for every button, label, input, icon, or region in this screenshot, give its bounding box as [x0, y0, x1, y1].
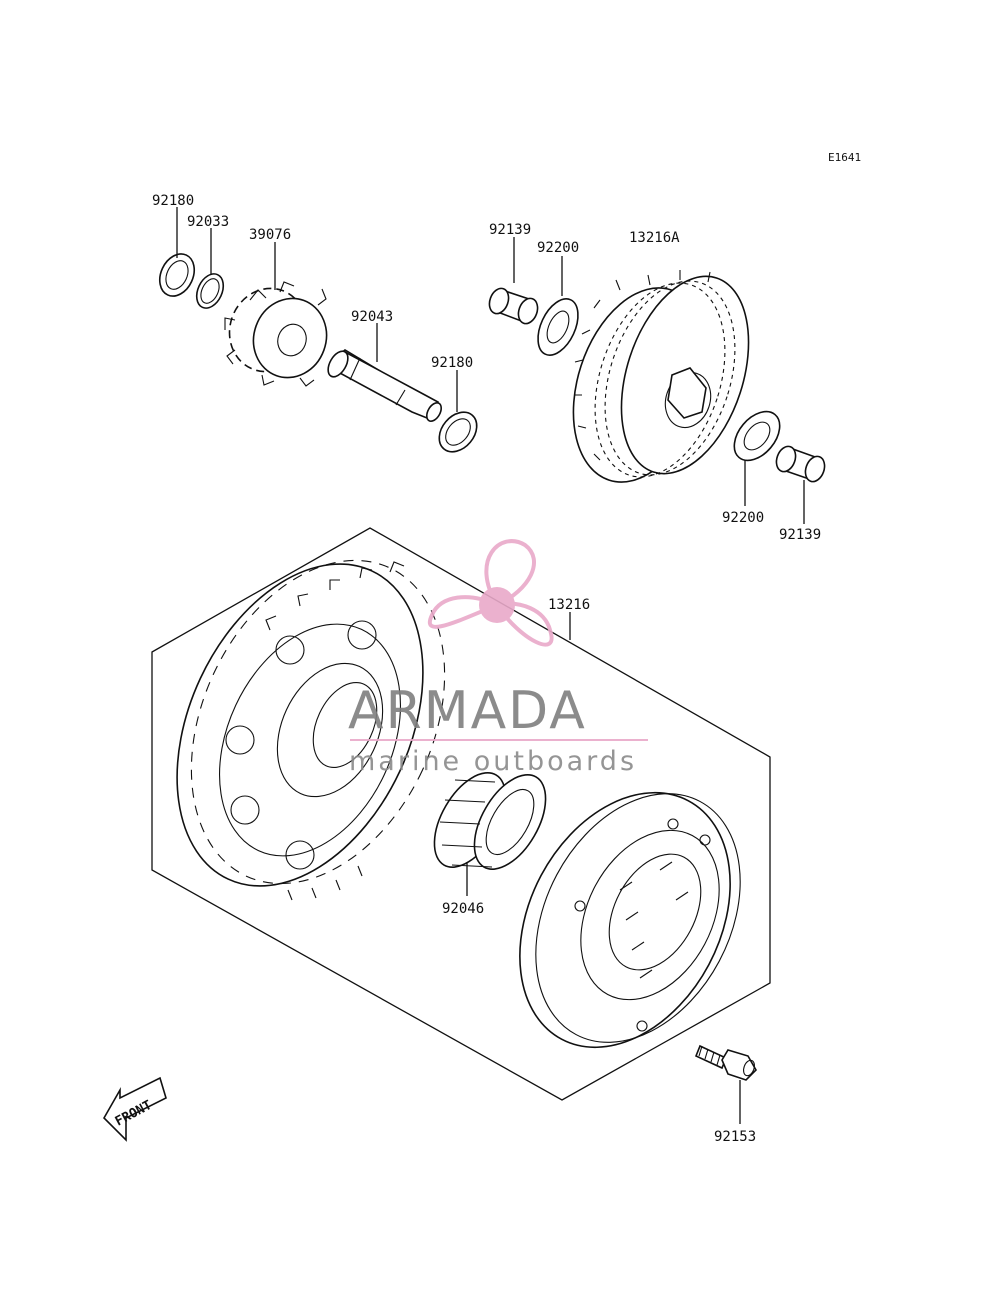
assembly-outline: [151, 527, 771, 1101]
starter-gear-13216: [176, 559, 446, 901]
bush-92139-bottom: [775, 445, 826, 483]
diagram-code: E1641: [828, 151, 861, 164]
shaft-92043: [327, 349, 443, 422]
front-arrow-icon: FRONT: [103, 1076, 167, 1142]
washer-92180-right: [438, 411, 478, 453]
armada-watermark: ARMADA marine outboards: [348, 539, 648, 777]
washer-92200-bottom: [733, 410, 781, 462]
label-p7: 92200: [537, 240, 579, 256]
bush-92139-top: [488, 287, 539, 325]
gear-39076: [224, 281, 328, 387]
watermark-title: ARMADA: [348, 681, 587, 741]
propeller-icon: [427, 539, 554, 647]
label-p3: 39076: [249, 227, 291, 243]
washer-92200-top: [537, 298, 579, 356]
one-way-clutch: [519, 791, 741, 1049]
label-p4: 92043: [351, 309, 393, 325]
label-p5: 92180: [431, 355, 473, 371]
label-p2: 92033: [187, 214, 229, 230]
label-p9: 92200: [722, 510, 764, 526]
label-p10: 92139: [779, 527, 821, 543]
label-p8: 13216A: [629, 230, 680, 246]
label-p11: 13216: [548, 597, 590, 613]
label-p12: 92046: [442, 901, 484, 917]
washer-92180-left: [158, 253, 196, 297]
gear-13216A: [572, 270, 750, 483]
circlip-92033: [195, 273, 225, 309]
bolt-92153: [694, 1044, 757, 1081]
label-p6: 92139: [489, 222, 531, 238]
needle-bearing-92046: [433, 772, 547, 870]
label-p13: 92153: [714, 1129, 756, 1145]
label-p1: 92180: [152, 193, 194, 209]
watermark-subtitle: marine outboards: [349, 746, 637, 777]
